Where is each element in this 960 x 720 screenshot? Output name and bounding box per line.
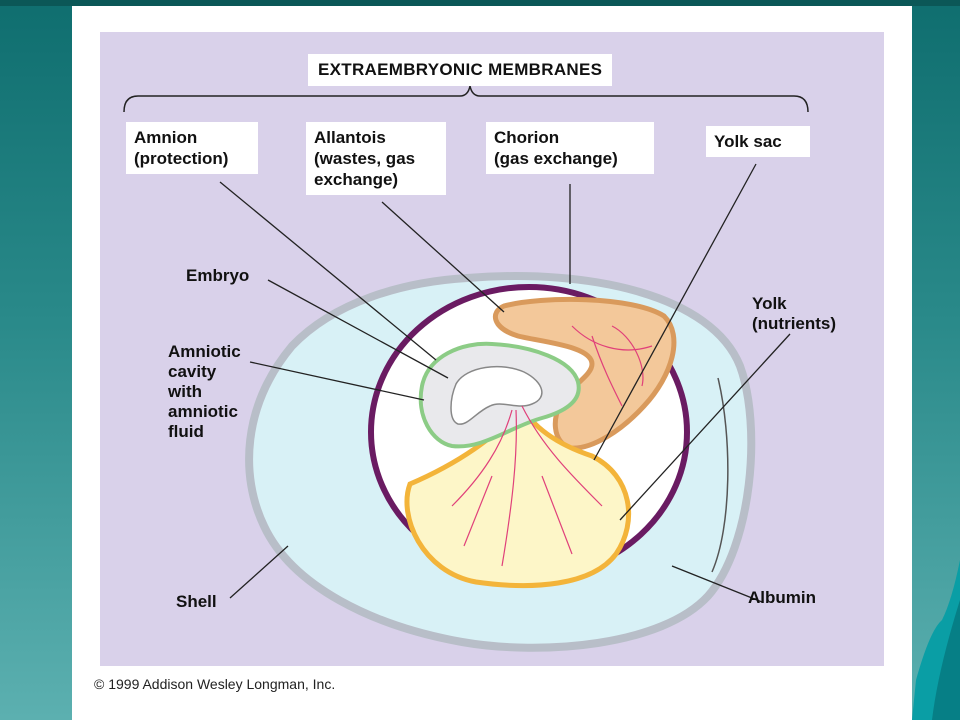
shell-label: Shell bbox=[176, 592, 217, 611]
yolk-sac-label: Yolk sac bbox=[706, 126, 810, 157]
slide: EXTRAEMBRYONIC MEMBRANES Amnion (protect… bbox=[72, 6, 912, 720]
blood-vessels bbox=[451, 325, 653, 567]
corner-wave-decoration bbox=[912, 560, 960, 720]
albumin-label: Albumin bbox=[748, 588, 816, 607]
title-bracket bbox=[123, 85, 809, 113]
yolk-label: Yolk (nutrients) bbox=[752, 294, 837, 333]
pointer-lines bbox=[219, 163, 791, 603]
egg-diagram bbox=[123, 85, 809, 652]
chorion-label: Chorion (gas exchange) bbox=[486, 122, 654, 174]
top-band bbox=[0, 0, 960, 6]
shell-membrane bbox=[711, 377, 729, 573]
yolk-sac bbox=[404, 398, 631, 589]
embryo-label: Embryo bbox=[186, 266, 250, 285]
copyright-credit: © 1999 Addison Wesley Longman, Inc. bbox=[94, 676, 336, 692]
amniotic-cavity-label: Amniotic cavity with amniotic fluid bbox=[168, 342, 241, 441]
diagram-title: EXTRAEMBRYONIC MEMBRANES bbox=[308, 54, 613, 86]
embryo bbox=[450, 365, 543, 425]
amnion-label: Amnion (protection) bbox=[126, 122, 258, 174]
allantois-label: Allantois (wastes, gas exchange) bbox=[306, 122, 446, 195]
